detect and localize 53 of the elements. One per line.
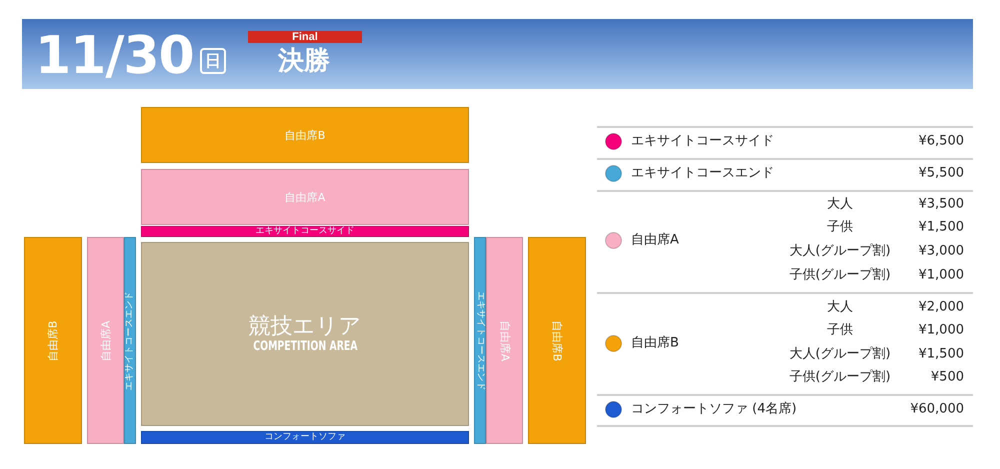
price-text: ¥3,000	[918, 244, 964, 258]
ticket-type: 大人	[827, 300, 853, 314]
price-text: ¥3,500	[918, 198, 964, 210]
legend-label: エキサイトコースエンド	[631, 166, 774, 180]
legend-label: 自由席A	[631, 234, 679, 246]
ticket-type: 大人	[827, 198, 853, 210]
seat-label: 自由席B	[284, 130, 326, 140]
stage-title: 決勝	[278, 48, 330, 74]
seat-label: 自由席B	[48, 320, 58, 361]
seat-strip	[141, 431, 469, 444]
legend-label: エキサイトコースサイド	[631, 134, 774, 148]
ticket-type: 子供(グループ割)	[789, 370, 891, 384]
price-text: ¥1,500	[918, 220, 964, 234]
date-title: 11/30	[35, 30, 194, 82]
seat-label: 自由席A	[499, 320, 510, 361]
ticket-type: 大人(グループ割)	[789, 244, 891, 258]
day-label: 日	[205, 53, 221, 69]
price-text: ¥1,500	[918, 348, 964, 360]
seat-label: エキサイトコースサイド	[256, 227, 354, 236]
ticket-type: 大人(グループ割)	[789, 348, 891, 360]
seat-block	[528, 237, 586, 444]
seat-strip	[141, 226, 469, 237]
ticket-type: 子供	[827, 324, 853, 336]
seat-label: エキサイトコースエンド	[126, 291, 134, 390]
ticket-type: 子供(グループ割)	[789, 268, 891, 282]
seat-block	[141, 107, 469, 163]
legend-label: コンフォートソファ (4名席)	[631, 402, 797, 416]
price-text: ¥6,500	[918, 134, 964, 148]
seat-label: 自由席A	[100, 320, 111, 361]
price-text: ¥1,000	[918, 268, 964, 282]
price-text: ¥5,500	[918, 166, 964, 180]
seat-block	[486, 237, 523, 444]
seat-label: 自由席B	[552, 320, 562, 361]
seat-block	[87, 237, 124, 444]
seat-label: 自由席A	[284, 192, 326, 202]
final-bar	[248, 31, 362, 43]
seat-block	[24, 237, 82, 444]
seat-label: コンフォートソファ	[264, 433, 346, 442]
price-text: ¥2,000	[918, 300, 964, 314]
price-text: ¥1,000	[918, 324, 964, 336]
seat-strip	[474, 237, 486, 444]
day-badge	[200, 48, 226, 74]
area-subtitle: COMPETITION AREA	[252, 340, 358, 352]
seat-label: エキサイトコースエンド	[476, 291, 484, 390]
seat-strip	[124, 237, 136, 444]
ticket-type: 子供	[827, 220, 853, 234]
seat-block	[141, 169, 469, 225]
final-label: Final	[292, 32, 318, 42]
price-text: ¥500	[930, 370, 964, 384]
competition-area	[141, 242, 469, 426]
area-label: 競技エリア	[248, 316, 362, 338]
price-text: ¥60,000	[910, 402, 964, 416]
legend-label: 自由席B	[631, 336, 679, 350]
